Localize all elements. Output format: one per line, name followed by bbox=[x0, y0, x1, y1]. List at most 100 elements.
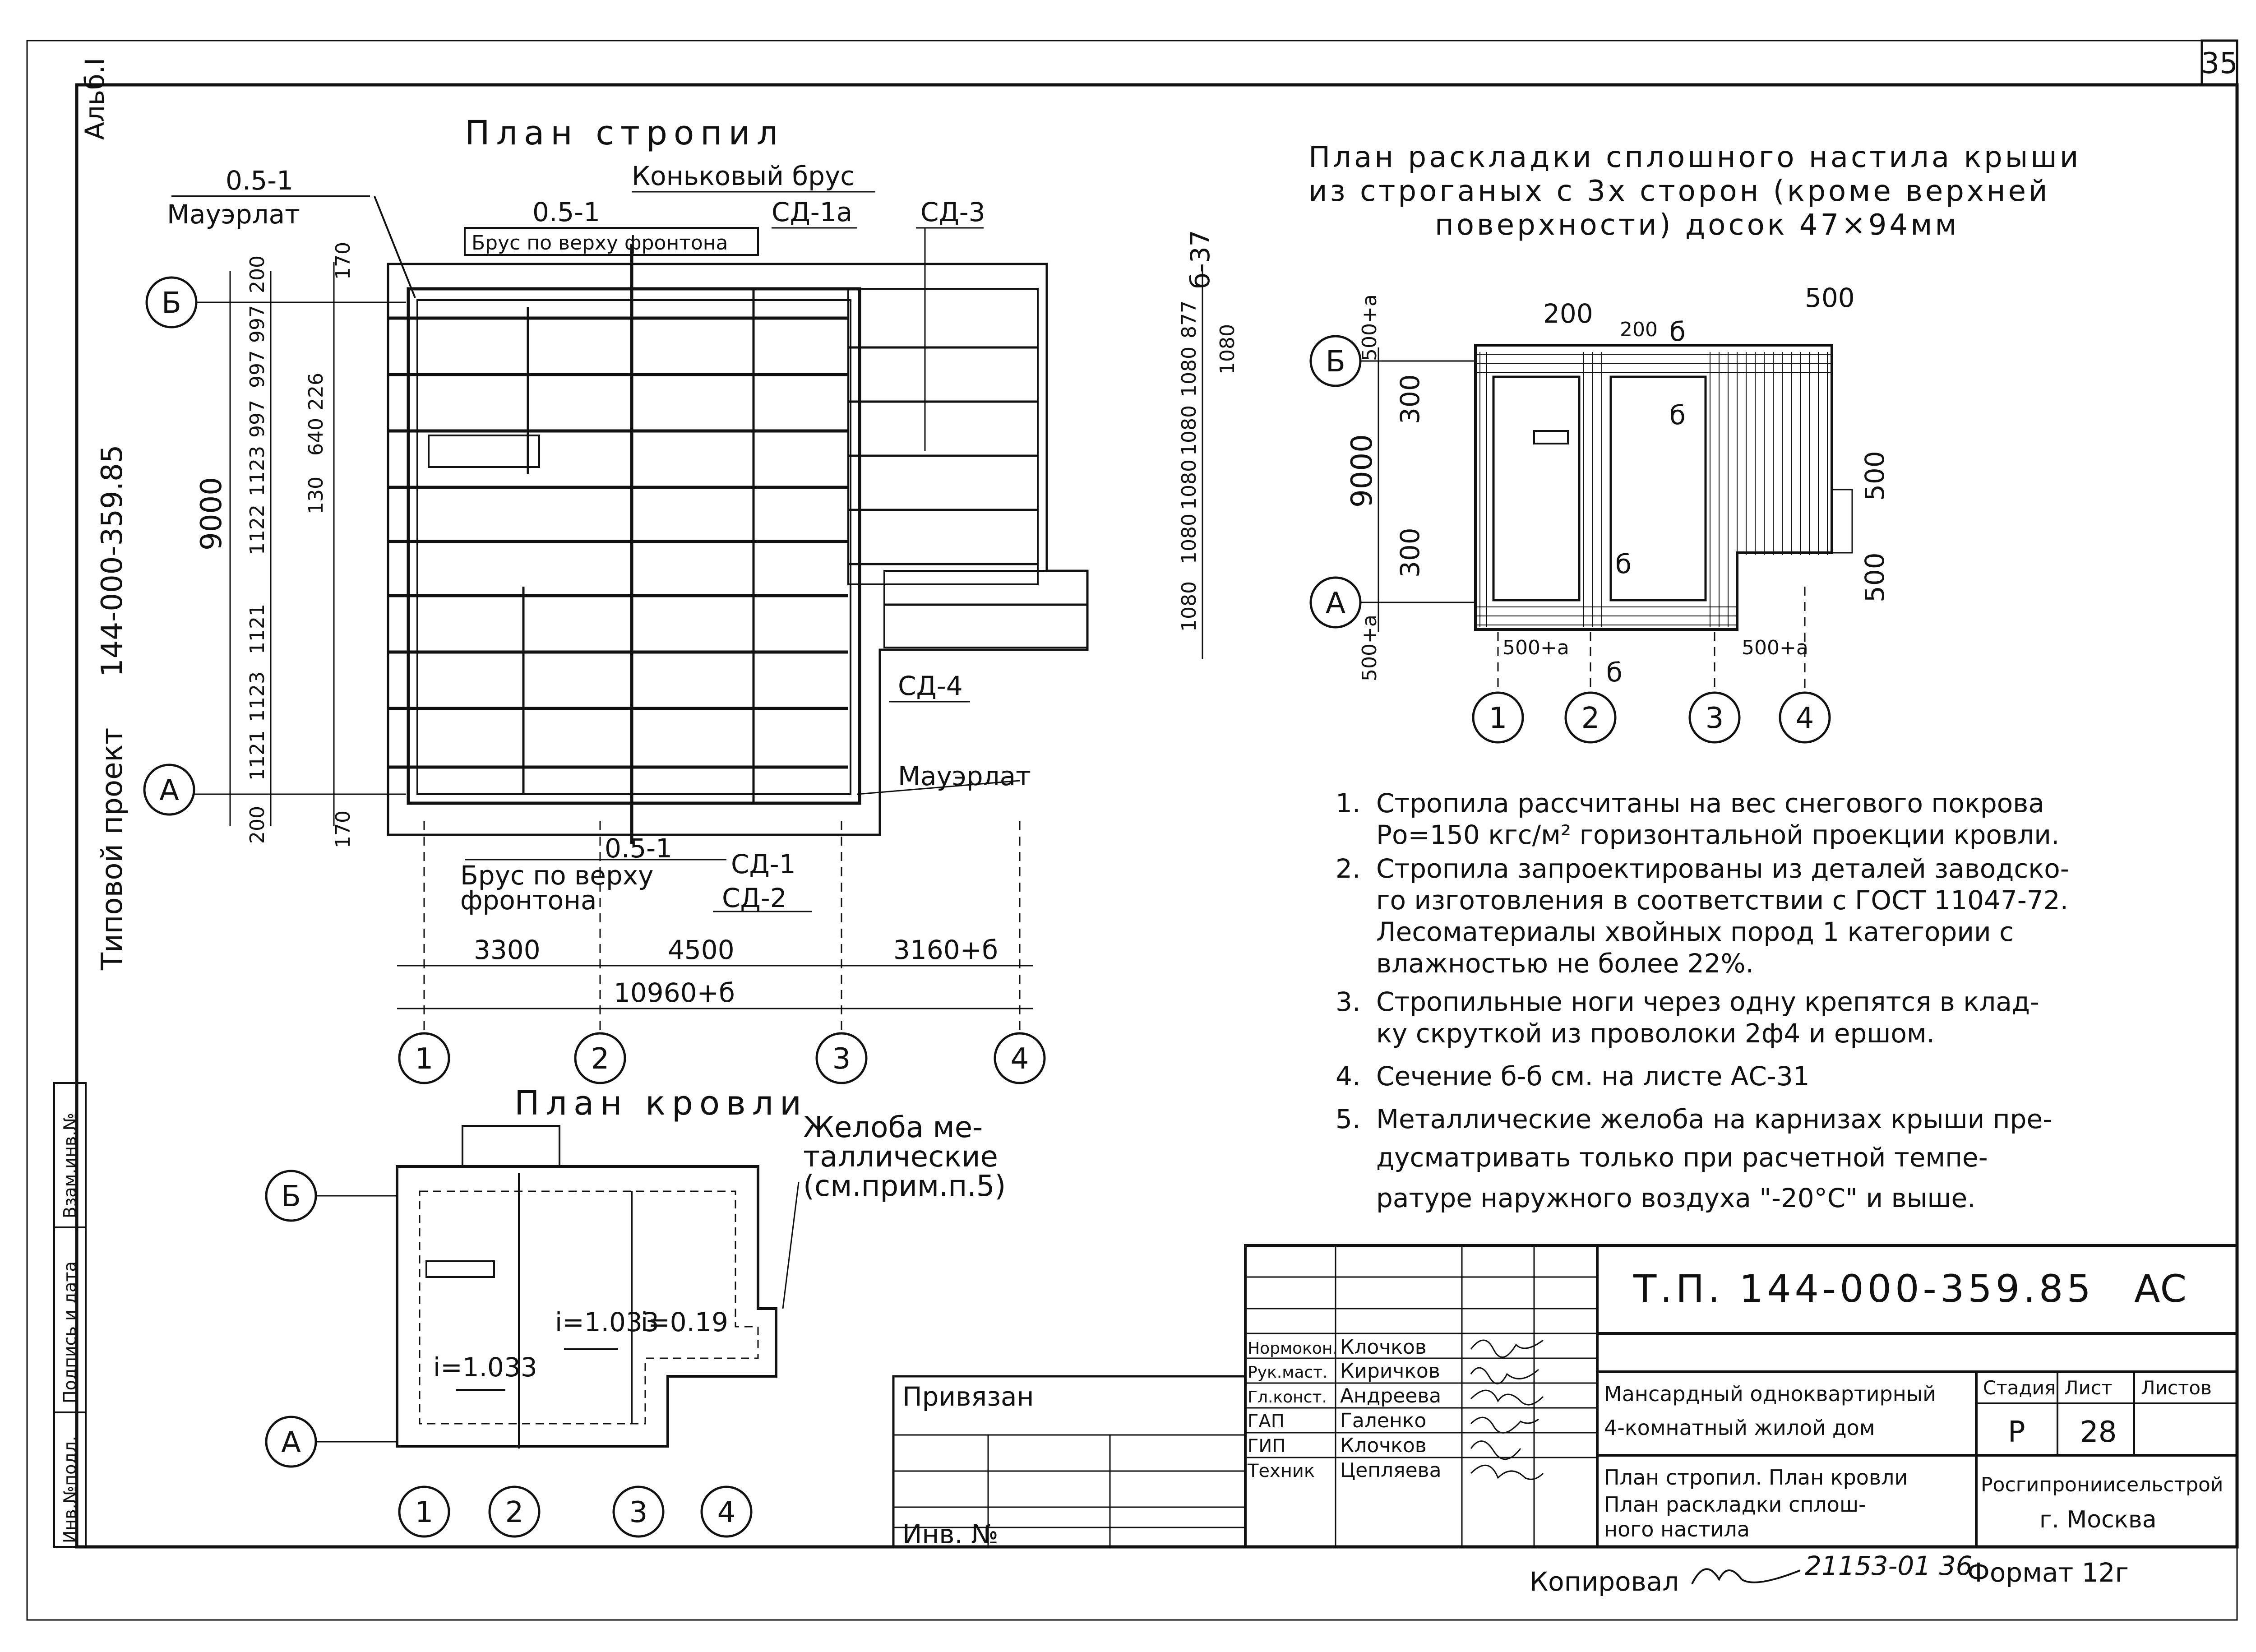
sheet-number: 35 bbox=[2201, 47, 2238, 80]
dim-1122: 1122 bbox=[246, 504, 269, 555]
dim-997-b: 997 bbox=[246, 350, 269, 388]
tb-project-code: Т.П. 144-000-359.85 bbox=[1633, 1267, 2094, 1311]
mauerlat-right-label: Мауэрлат bbox=[898, 761, 1031, 791]
deck-section-mark-1: б bbox=[1669, 316, 1686, 347]
dim-200-bottom: 200 bbox=[246, 806, 269, 844]
staff-name-1: Клочков bbox=[1340, 1336, 1427, 1359]
copier-signature bbox=[1691, 1568, 1801, 1584]
roof-axis-col-4: 4 bbox=[717, 1496, 736, 1529]
rafter-axis-col-4: 4 bbox=[1011, 1042, 1029, 1076]
deck-title-line2: из строганых с 3х сторон (кроме верхней bbox=[1308, 175, 2050, 208]
rafter-axis-col-1: 1 bbox=[415, 1042, 434, 1076]
note-5-line3: ратуре наружного воздуха "-20°С" и выше. bbox=[1376, 1183, 1976, 1213]
dim-997-a: 997 bbox=[246, 400, 269, 438]
deck-section-mark-4: б bbox=[1606, 657, 1623, 688]
staff-role-4: ГАП bbox=[1248, 1411, 1285, 1432]
dim-1080-6: 1080 bbox=[1216, 324, 1239, 375]
tb-org: Росгипрониисельстрой bbox=[1981, 1473, 2224, 1496]
dim-10960: 10960+б bbox=[614, 977, 735, 1008]
roof-slope-2: i=1.033 bbox=[555, 1307, 659, 1337]
tb-city: г. Москва bbox=[2039, 1506, 2157, 1533]
roof-plan: План кровли i=1.033 i=1.033 i=0.19 Желоб… bbox=[265, 1084, 1006, 1538]
note-4-num: 4. bbox=[1336, 1061, 1360, 1092]
note-2-line1: Стропила запроектированы из деталей заво… bbox=[1376, 853, 2070, 884]
note-5-line1: Металлические желоба на карнизах крыши п… bbox=[1376, 1104, 2052, 1134]
project-code-vertical: 144-000-359.85 bbox=[96, 445, 129, 677]
roof-slope-1: i=1.033 bbox=[433, 1352, 537, 1383]
deck-axis-row-a: А bbox=[1326, 587, 1345, 620]
footer-copied: Копировал bbox=[1530, 1566, 1679, 1597]
deck-axis-col-1: 1 bbox=[1489, 702, 1507, 735]
mauerlat-label: Мауэрлат bbox=[167, 199, 300, 230]
sd4-label: СД-4 bbox=[898, 671, 963, 701]
inv-field-2: Подпись и дата bbox=[60, 1261, 80, 1403]
rafter-axis-col-3: 3 bbox=[832, 1042, 851, 1076]
roof-axis-col-1: 1 bbox=[415, 1496, 434, 1529]
dim-1080-4: 1080 bbox=[1178, 405, 1201, 456]
dim-1121-b: 1121 bbox=[246, 604, 269, 654]
project-label: Типовой проект bbox=[96, 728, 129, 971]
dim-1080-5: 1080 bbox=[1178, 347, 1201, 397]
note-2-line3: Лесоматериалы хвойных пород 1 категории … bbox=[1376, 916, 2014, 947]
roof-axis-row-a: А bbox=[281, 1426, 301, 1459]
dim-1080-2: 1080 bbox=[1178, 514, 1201, 564]
tb-stage-header: Стадия bbox=[1983, 1377, 2056, 1399]
gable-beam-bottom-mark: 0.5-1 bbox=[605, 833, 672, 864]
roof-axis-col-2: 2 bbox=[505, 1496, 524, 1529]
roof-axis-col-3: 3 bbox=[629, 1496, 648, 1529]
roof-slope-3: i=0.19 bbox=[641, 1307, 728, 1337]
sd3-label: СД-3 bbox=[920, 197, 985, 227]
footer: Копировал 21153-01 36 Формат 12г bbox=[1530, 1550, 2129, 1597]
gutter-note-line1: Желоба ме- bbox=[803, 1111, 983, 1144]
deck-dim-500-top: 500 bbox=[1805, 282, 1855, 313]
deck-dim-500-right-b: 500 bbox=[1859, 552, 1890, 602]
dim-4500: 4500 bbox=[668, 935, 735, 965]
deck-title-line3: поверхности) досок 47×94мм bbox=[1435, 208, 1960, 242]
staff-role-6: Техник bbox=[1247, 1461, 1315, 1481]
signatures bbox=[1470, 1339, 1544, 1480]
deck-title-line1: План раскладки сплошного настила крыши bbox=[1308, 141, 2081, 174]
staff-name-4: Галенко bbox=[1340, 1409, 1426, 1432]
staff-name-2: Киричков bbox=[1340, 1360, 1440, 1383]
deck-section-mark-2: б bbox=[1669, 400, 1686, 430]
deck-axis-col-4: 4 bbox=[1796, 702, 1814, 735]
note-3-line2: ку скруткой из проволоки 2ф4 и ершом. bbox=[1376, 1018, 1935, 1049]
dim-640: 640 bbox=[305, 418, 328, 456]
ridge-beam-label: Коньковый брус bbox=[632, 161, 855, 191]
rafter-plan-title: План стропил bbox=[465, 114, 784, 153]
gable-beam-bottom-line2: фронтона bbox=[460, 885, 597, 916]
deck-dim-200-a: 200 bbox=[1543, 298, 1593, 329]
note-3-line1: Стропильные ноги через одну крепятся в к… bbox=[1376, 986, 2039, 1017]
dim-200-top: 200 bbox=[246, 255, 269, 293]
tb-building-line2: 4-комнатный жилой дом bbox=[1604, 1416, 1875, 1440]
note-2-line4: влажностью не более 22%. bbox=[1376, 948, 1754, 979]
deck-dim-300-top: 300 bbox=[1395, 374, 1425, 424]
dim-1121-a: 1121 bbox=[246, 730, 269, 781]
rafter-axis-row-b: Б bbox=[162, 287, 181, 320]
staff-role-1: Нормокон. bbox=[1248, 1339, 1338, 1358]
roof-axis-row-b: Б bbox=[281, 1180, 301, 1213]
sd1a-label: СД-1а bbox=[772, 197, 852, 227]
dim-3300: 3300 bbox=[474, 935, 541, 965]
footer-format: Формат 12г bbox=[1967, 1557, 2129, 1588]
tb-sheet-value: 28 bbox=[2080, 1416, 2117, 1449]
deck-dim-500a-bottom: 500+а bbox=[1358, 615, 1381, 681]
deck-section-mark-3: б bbox=[1615, 549, 1632, 579]
deck-dim-500-right: 500 bbox=[1859, 451, 1890, 501]
deck-dim-9000: 9000 bbox=[1345, 434, 1379, 508]
staff-role-3: Гл.конст. bbox=[1248, 1388, 1327, 1407]
sd2-label: СД-2 bbox=[722, 883, 787, 913]
inv-no-label: Инв. № bbox=[902, 1519, 999, 1550]
gutter-note-line2: таллические bbox=[803, 1140, 998, 1174]
deck-plan: План раскладки сплошного настила крыши и… bbox=[1308, 141, 2081, 744]
rafter-axis-col-2: 2 bbox=[591, 1042, 610, 1076]
inv-field-3: Взам.инв.№ bbox=[60, 1113, 80, 1218]
title-block: Привязан Инв. № Т.П. 144-000-359.85 АС Н… bbox=[892, 1244, 2238, 1550]
deck-axis-col-2: 2 bbox=[1581, 702, 1600, 735]
gutter-note-line3: (см.прим.п.5) bbox=[803, 1170, 1006, 1203]
deck-dim-200-b: 200 bbox=[1620, 318, 1658, 341]
rafter-axis-row-a: А bbox=[159, 774, 179, 807]
tb-sheet-title-line1: План стропил. План кровли bbox=[1604, 1465, 1908, 1490]
inv-strip bbox=[53, 1082, 87, 1548]
